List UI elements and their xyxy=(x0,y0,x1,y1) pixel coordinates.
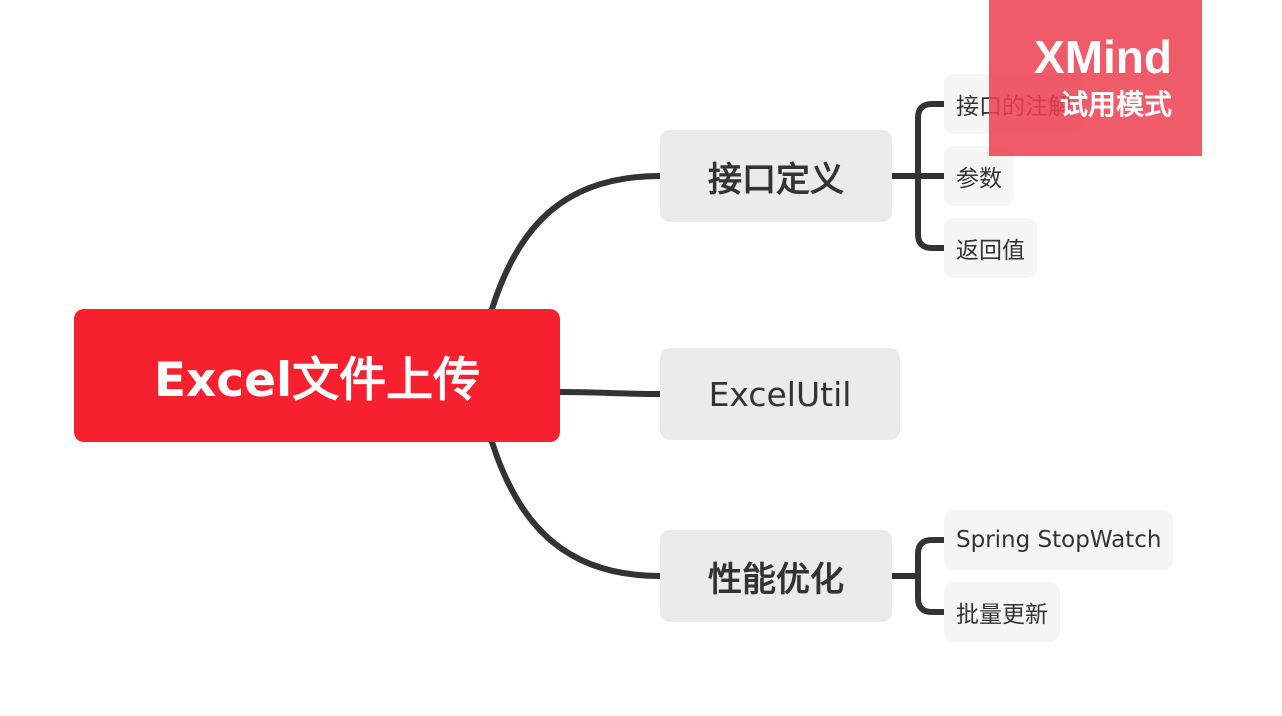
subtopic-batch-update[interactable]: 批量更新 xyxy=(944,582,1060,642)
watermark-mode: 试用模式 xyxy=(1059,88,1172,121)
subtopic-label: Spring StopWatch xyxy=(956,527,1162,553)
connector-interface-to-subtopics xyxy=(889,101,947,251)
root-topic-label: Excel文件上传 xyxy=(153,353,481,408)
subtopic-label: 批量更新 xyxy=(956,602,1048,628)
topic-label: 接口定义 xyxy=(708,159,844,200)
connector-root-to-performance xyxy=(489,439,663,579)
connector-performance-to-subtopics xyxy=(889,537,947,615)
trial-watermark: XMind 试用模式 xyxy=(989,0,1202,156)
subtopic-return-value[interactable]: 返回值 xyxy=(944,218,1037,278)
connector-root-to-excelutil xyxy=(557,389,663,397)
connector-root-to-interface-definition xyxy=(489,173,663,312)
subtopic-label: 返回值 xyxy=(956,238,1025,264)
subtopic-parameters[interactable]: 参数 xyxy=(944,146,1014,206)
topic-performance-optimization[interactable]: 性能优化 xyxy=(660,530,892,622)
topic-excelutil[interactable]: ExcelUtil xyxy=(660,348,900,440)
subtopic-label: 参数 xyxy=(956,166,1002,192)
topic-interface-definition[interactable]: 接口定义 xyxy=(660,130,892,222)
watermark-brand: XMind xyxy=(1034,31,1172,83)
topic-label: ExcelUtil xyxy=(708,374,852,414)
topic-label: 性能优化 xyxy=(708,559,844,600)
subtopic-spring-stopwatch[interactable]: Spring StopWatch xyxy=(944,510,1174,570)
root-topic[interactable]: Excel文件上传 xyxy=(74,309,560,442)
